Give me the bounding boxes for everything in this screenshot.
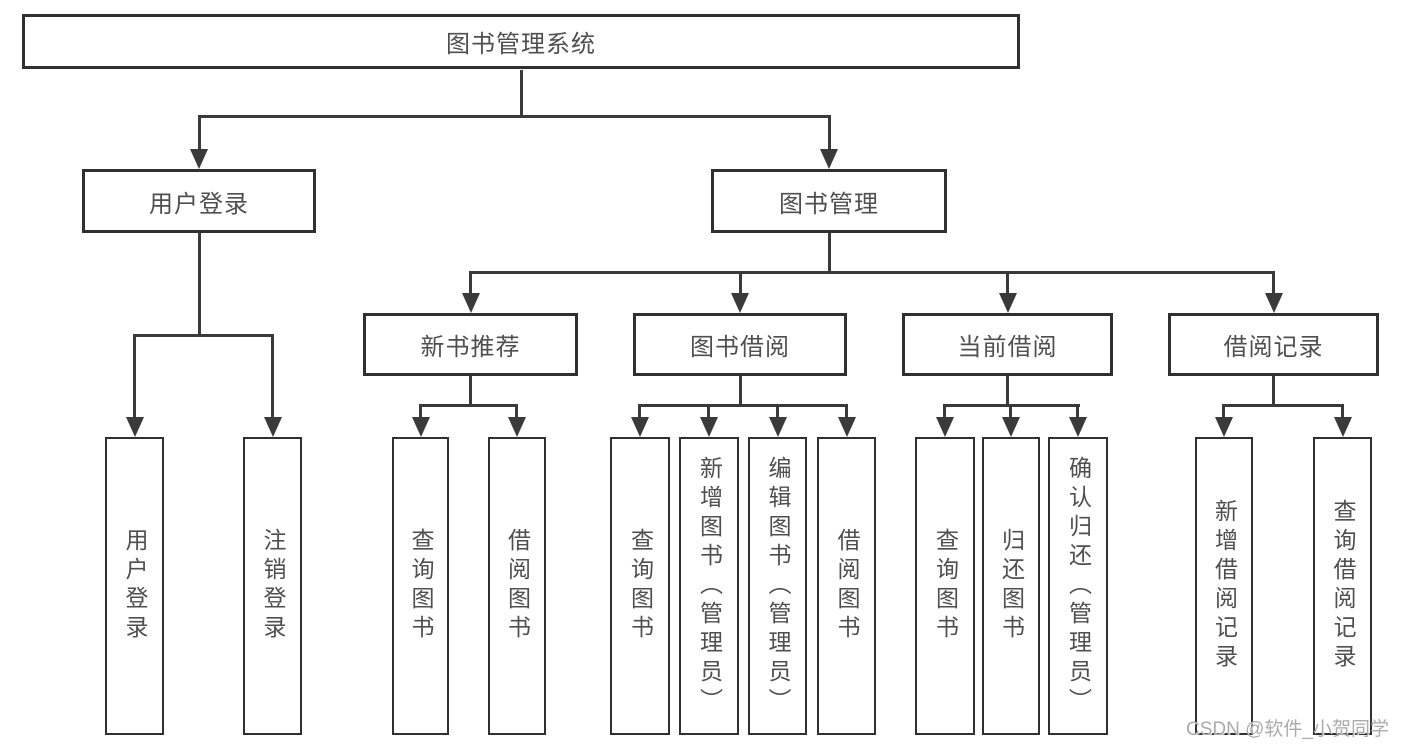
connector-vline <box>1222 405 1225 418</box>
node-add-borrow-record: 新增借阅记录 <box>1195 437 1253 735</box>
arrow-down-icon <box>264 417 282 437</box>
arrow-down-icon <box>631 417 649 437</box>
node-label: 图书管理系统 <box>446 31 596 58</box>
node-book-management: 图书管理 <box>711 169 947 233</box>
node-query-borrow-record: 查询借阅记录 <box>1313 437 1372 735</box>
connector-vline <box>707 405 710 418</box>
arrow-down-icon <box>412 417 430 437</box>
connector-vline <box>1272 273 1275 295</box>
node-label: 借阅记录 <box>1223 334 1324 361</box>
node-label: 新增图书（管理员） <box>696 455 723 717</box>
connector-vline <box>845 405 848 418</box>
node-label: 图书管理 <box>779 190 879 218</box>
connector-vline <box>198 117 201 149</box>
node-label: 查询图书 <box>408 528 434 644</box>
arrow-down-icon <box>999 293 1017 313</box>
arrow-down-icon <box>700 417 718 437</box>
node-confirm-return-admin: 确认归还（管理员） <box>1048 437 1108 735</box>
connector-hline <box>1222 404 1344 407</box>
node-library-management-system: 图书管理系统 <box>22 14 1020 69</box>
connector-vline <box>1006 376 1009 405</box>
node-label: 查询借阅记录 <box>1330 499 1356 673</box>
arrow-down-icon <box>1215 417 1233 437</box>
csdn-watermark: CSDN @软件_小贺同学 <box>1186 719 1389 740</box>
node-label: 注销登录 <box>260 528 286 644</box>
connector-vline <box>943 405 946 418</box>
connector-vline <box>1076 405 1079 418</box>
node-label: 新增借阅记录 <box>1211 499 1238 673</box>
node-label: 用户登录 <box>122 528 148 644</box>
connector-vline <box>1272 376 1275 405</box>
arrow-down-icon <box>769 417 787 437</box>
arrow-down-icon <box>190 149 208 169</box>
arrow-down-icon <box>462 293 480 313</box>
connector-vline <box>828 233 831 273</box>
connector-vline <box>776 405 779 418</box>
connector-vline <box>739 376 742 405</box>
node-user-login: 用户登录 <box>82 169 316 233</box>
node-label: 查询图书 <box>932 528 959 644</box>
node-borrow-books-leaf: 借阅图书 <box>817 437 876 735</box>
arrow-down-icon <box>820 149 838 169</box>
node-new-book-recommendation: 新书推荐 <box>363 313 578 376</box>
node-return-books: 归还图书 <box>982 437 1040 735</box>
arrow-down-icon <box>508 417 526 437</box>
connector-vline <box>133 335 136 417</box>
node-user-login-leaf: 用户登录 <box>105 437 164 735</box>
arrow-down-icon <box>936 417 954 437</box>
connector-vline <box>520 70 523 117</box>
connector-vline <box>271 335 274 417</box>
node-query-books-recommend: 查询图书 <box>392 437 449 735</box>
node-borrowing-records: 借阅记录 <box>1168 313 1379 376</box>
connector-vline <box>739 273 742 295</box>
connector-vline <box>1341 405 1344 418</box>
node-label: 图书借阅 <box>690 334 790 361</box>
node-borrow-books-recommend: 借阅图书 <box>488 437 546 735</box>
node-query-books-current: 查询图书 <box>915 437 975 735</box>
node-label: 借阅图书 <box>834 528 860 644</box>
connector-vline <box>515 405 518 418</box>
arrow-down-icon <box>1265 293 1283 313</box>
connector-vline <box>469 273 472 295</box>
arrow-down-icon <box>1002 417 1020 437</box>
connector-vline <box>1006 273 1009 295</box>
node-edit-books-admin: 编辑图书（管理员） <box>748 437 807 735</box>
connector-vline <box>198 233 201 335</box>
node-label: 编辑图书（管理员） <box>765 455 791 717</box>
node-label: 新书推荐 <box>420 334 521 361</box>
node-label: 查询图书 <box>627 528 654 644</box>
node-book-borrowing: 图书借阅 <box>633 313 847 376</box>
node-logout-leaf: 注销登录 <box>243 437 302 735</box>
connector-vline <box>469 376 472 405</box>
node-label: 用户登录 <box>149 190 249 218</box>
node-query-books-borrow: 查询图书 <box>610 437 670 735</box>
arrow-down-icon <box>126 417 144 437</box>
node-label: 借阅图书 <box>504 528 531 644</box>
node-label: 归还图书 <box>998 528 1025 644</box>
arrow-down-icon <box>1334 417 1352 437</box>
arrow-down-icon <box>731 293 749 313</box>
arrow-down-icon <box>1069 417 1087 437</box>
connector-hline <box>469 271 1275 274</box>
connector-hline <box>133 334 274 337</box>
connector-vline <box>828 117 831 149</box>
connector-hline <box>198 115 831 118</box>
connector-vline <box>1009 405 1012 418</box>
connector-vline <box>638 405 641 418</box>
connector-hline <box>419 404 518 407</box>
arrow-down-icon <box>838 417 856 437</box>
node-current-borrowing: 当前借阅 <box>902 313 1113 376</box>
connector-vline <box>419 405 422 418</box>
node-add-books-admin: 新增图书（管理员） <box>679 437 739 735</box>
connector-hline <box>638 404 848 407</box>
node-label: 当前借阅 <box>957 334 1058 361</box>
node-label: 确认归还（管理员） <box>1065 455 1092 717</box>
